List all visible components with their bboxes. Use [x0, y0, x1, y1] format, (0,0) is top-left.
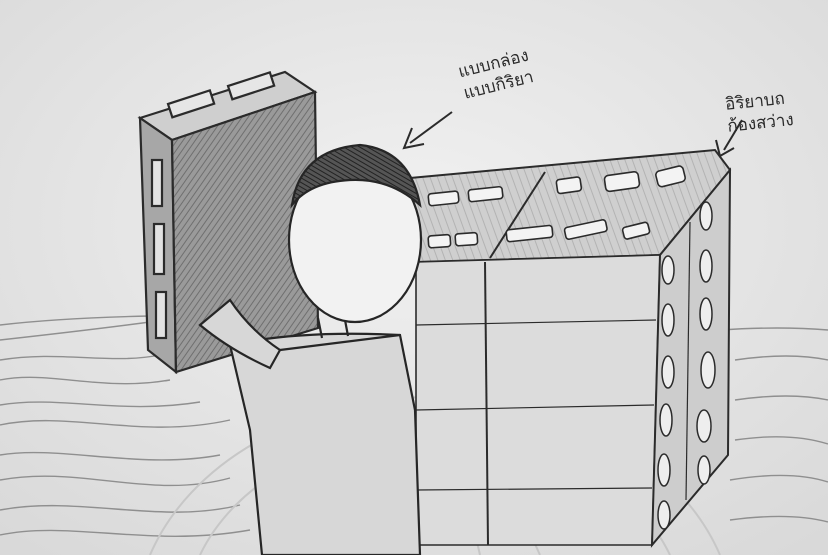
annotation-label-right: อิริยาบถ ก้องสว่าง — [724, 87, 795, 138]
display-shelf — [410, 150, 730, 545]
